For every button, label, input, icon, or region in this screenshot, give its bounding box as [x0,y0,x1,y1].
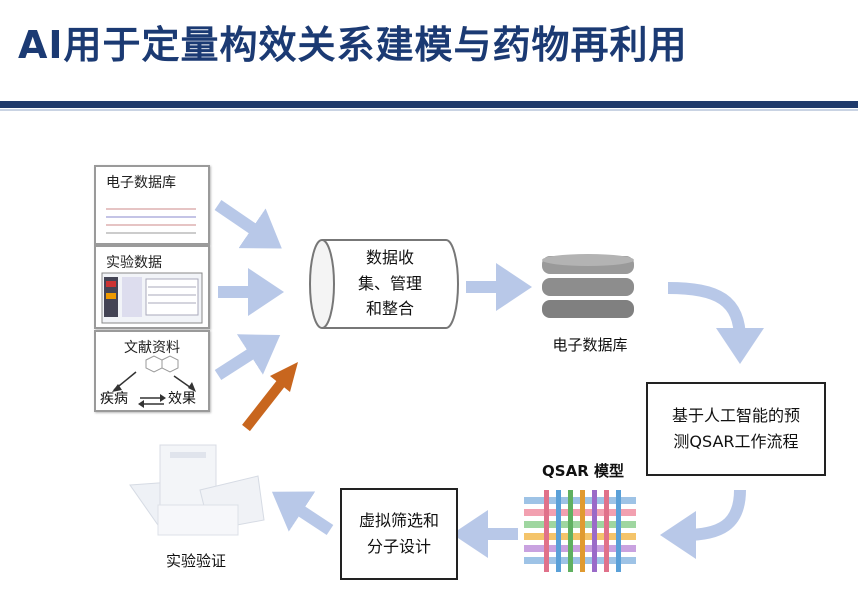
collect-line-1: 数据收 [365,248,414,267]
arrow-literature-to-collect [214,334,281,381]
source-card-literature: 文献资料 疾病 效果 [94,330,210,412]
data-collection-label: 数据收 集、管理 和整合 [340,245,440,322]
source-label-literature: 文献资料 [124,340,180,356]
source-card-experiment: 实验数据 [94,245,210,329]
virtual-screening-box: 虚拟筛选和 分子设计 [340,488,458,580]
source-card-database: 电子数据库 [94,165,210,245]
collect-line-2: 集、管理 [357,273,422,293]
qsar-model-icon [524,490,636,572]
title-rule [0,101,858,108]
software-screenshot-thumbnail [101,272,203,324]
source-label-database: 电子数据库 [106,175,176,191]
arrow-validate-to-collect [242,378,286,432]
design-line-1: 虚拟筛选和 [358,511,439,531]
well-plates-illustration [129,444,265,536]
database-table-thumbnail [106,208,196,234]
qsar-model-label: QSAR 模型 [542,462,624,480]
arrow-db-to-ai [667,282,764,364]
arrow-database-to-collect [214,200,282,249]
ai-workflow-box: 基于人工智能的预 测QSAR工作流程 [646,382,826,476]
source-label-experiment: 实验数据 [106,255,162,271]
effect-label: 效果 [168,391,196,407]
validation-label: 实验验证 [165,552,226,570]
arrow-design-to-validate [271,491,334,536]
molecule-cycle-diagram [112,355,196,408]
title-rule-secondary [0,109,858,111]
design-line-2: 分子设计 [366,537,431,556]
database-label: 电子数据库 [552,336,628,354]
database-stack-icon [542,254,634,318]
page-title: AI用于定量构效关系建模与药物再利用 [18,23,688,67]
disease-label: 疾病 [100,391,128,407]
ai-line-2: 测QSAR工作流程 [673,432,799,451]
collect-line-3: 和整合 [365,299,414,319]
arrow-ai-to-qsar [660,489,746,559]
ai-line-1: 基于人工智能的预 [671,406,800,426]
